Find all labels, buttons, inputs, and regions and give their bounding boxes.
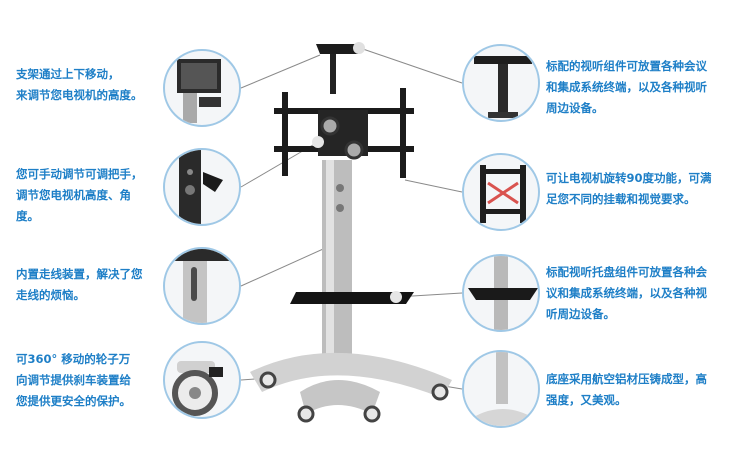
feature-caption-base: 底座采用航空铝材压铸成型，高 强度，又美观。	[546, 372, 707, 407]
caster-wheel-detail-icon	[163, 341, 241, 419]
feature-caption-height: 支架通过上下移动， 来调节您电视机的高度。	[16, 67, 143, 102]
feature-caption-handle: 您可手动调节可调把手， 调节您电视机高度、角 度。	[16, 167, 143, 223]
feature-caption-av-shelf: 标配的视听组件可放置各种会议 和集成系统终端，以及各种视听 周边设备。	[546, 59, 707, 115]
feature-caption-cable: 内置走线装置，解决了您 走线的烦恼。	[16, 267, 143, 302]
height-adjust-detail-icon	[163, 49, 241, 127]
cable-management-detail-icon	[163, 247, 241, 325]
feature-caption-rotation: 可让电视机旋转90度功能，可满 足您不同的挂载和视觉要求。	[546, 171, 712, 206]
base-detail-icon	[462, 350, 540, 428]
hand-knob-detail-icon	[163, 148, 241, 226]
feature-caption-wheel: 可360° 移动的轮子万 向调节提供刹车装置给 您提供更安全的保护。	[16, 352, 131, 408]
av-shelf-detail-icon	[462, 44, 540, 122]
tray-detail-icon	[462, 254, 540, 332]
rotation-detail-icon	[462, 153, 540, 231]
feature-caption-tray: 标配视听托盘组件可放置各种会 议和集成系统终端，以及各种视 听周边设备。	[546, 265, 707, 321]
